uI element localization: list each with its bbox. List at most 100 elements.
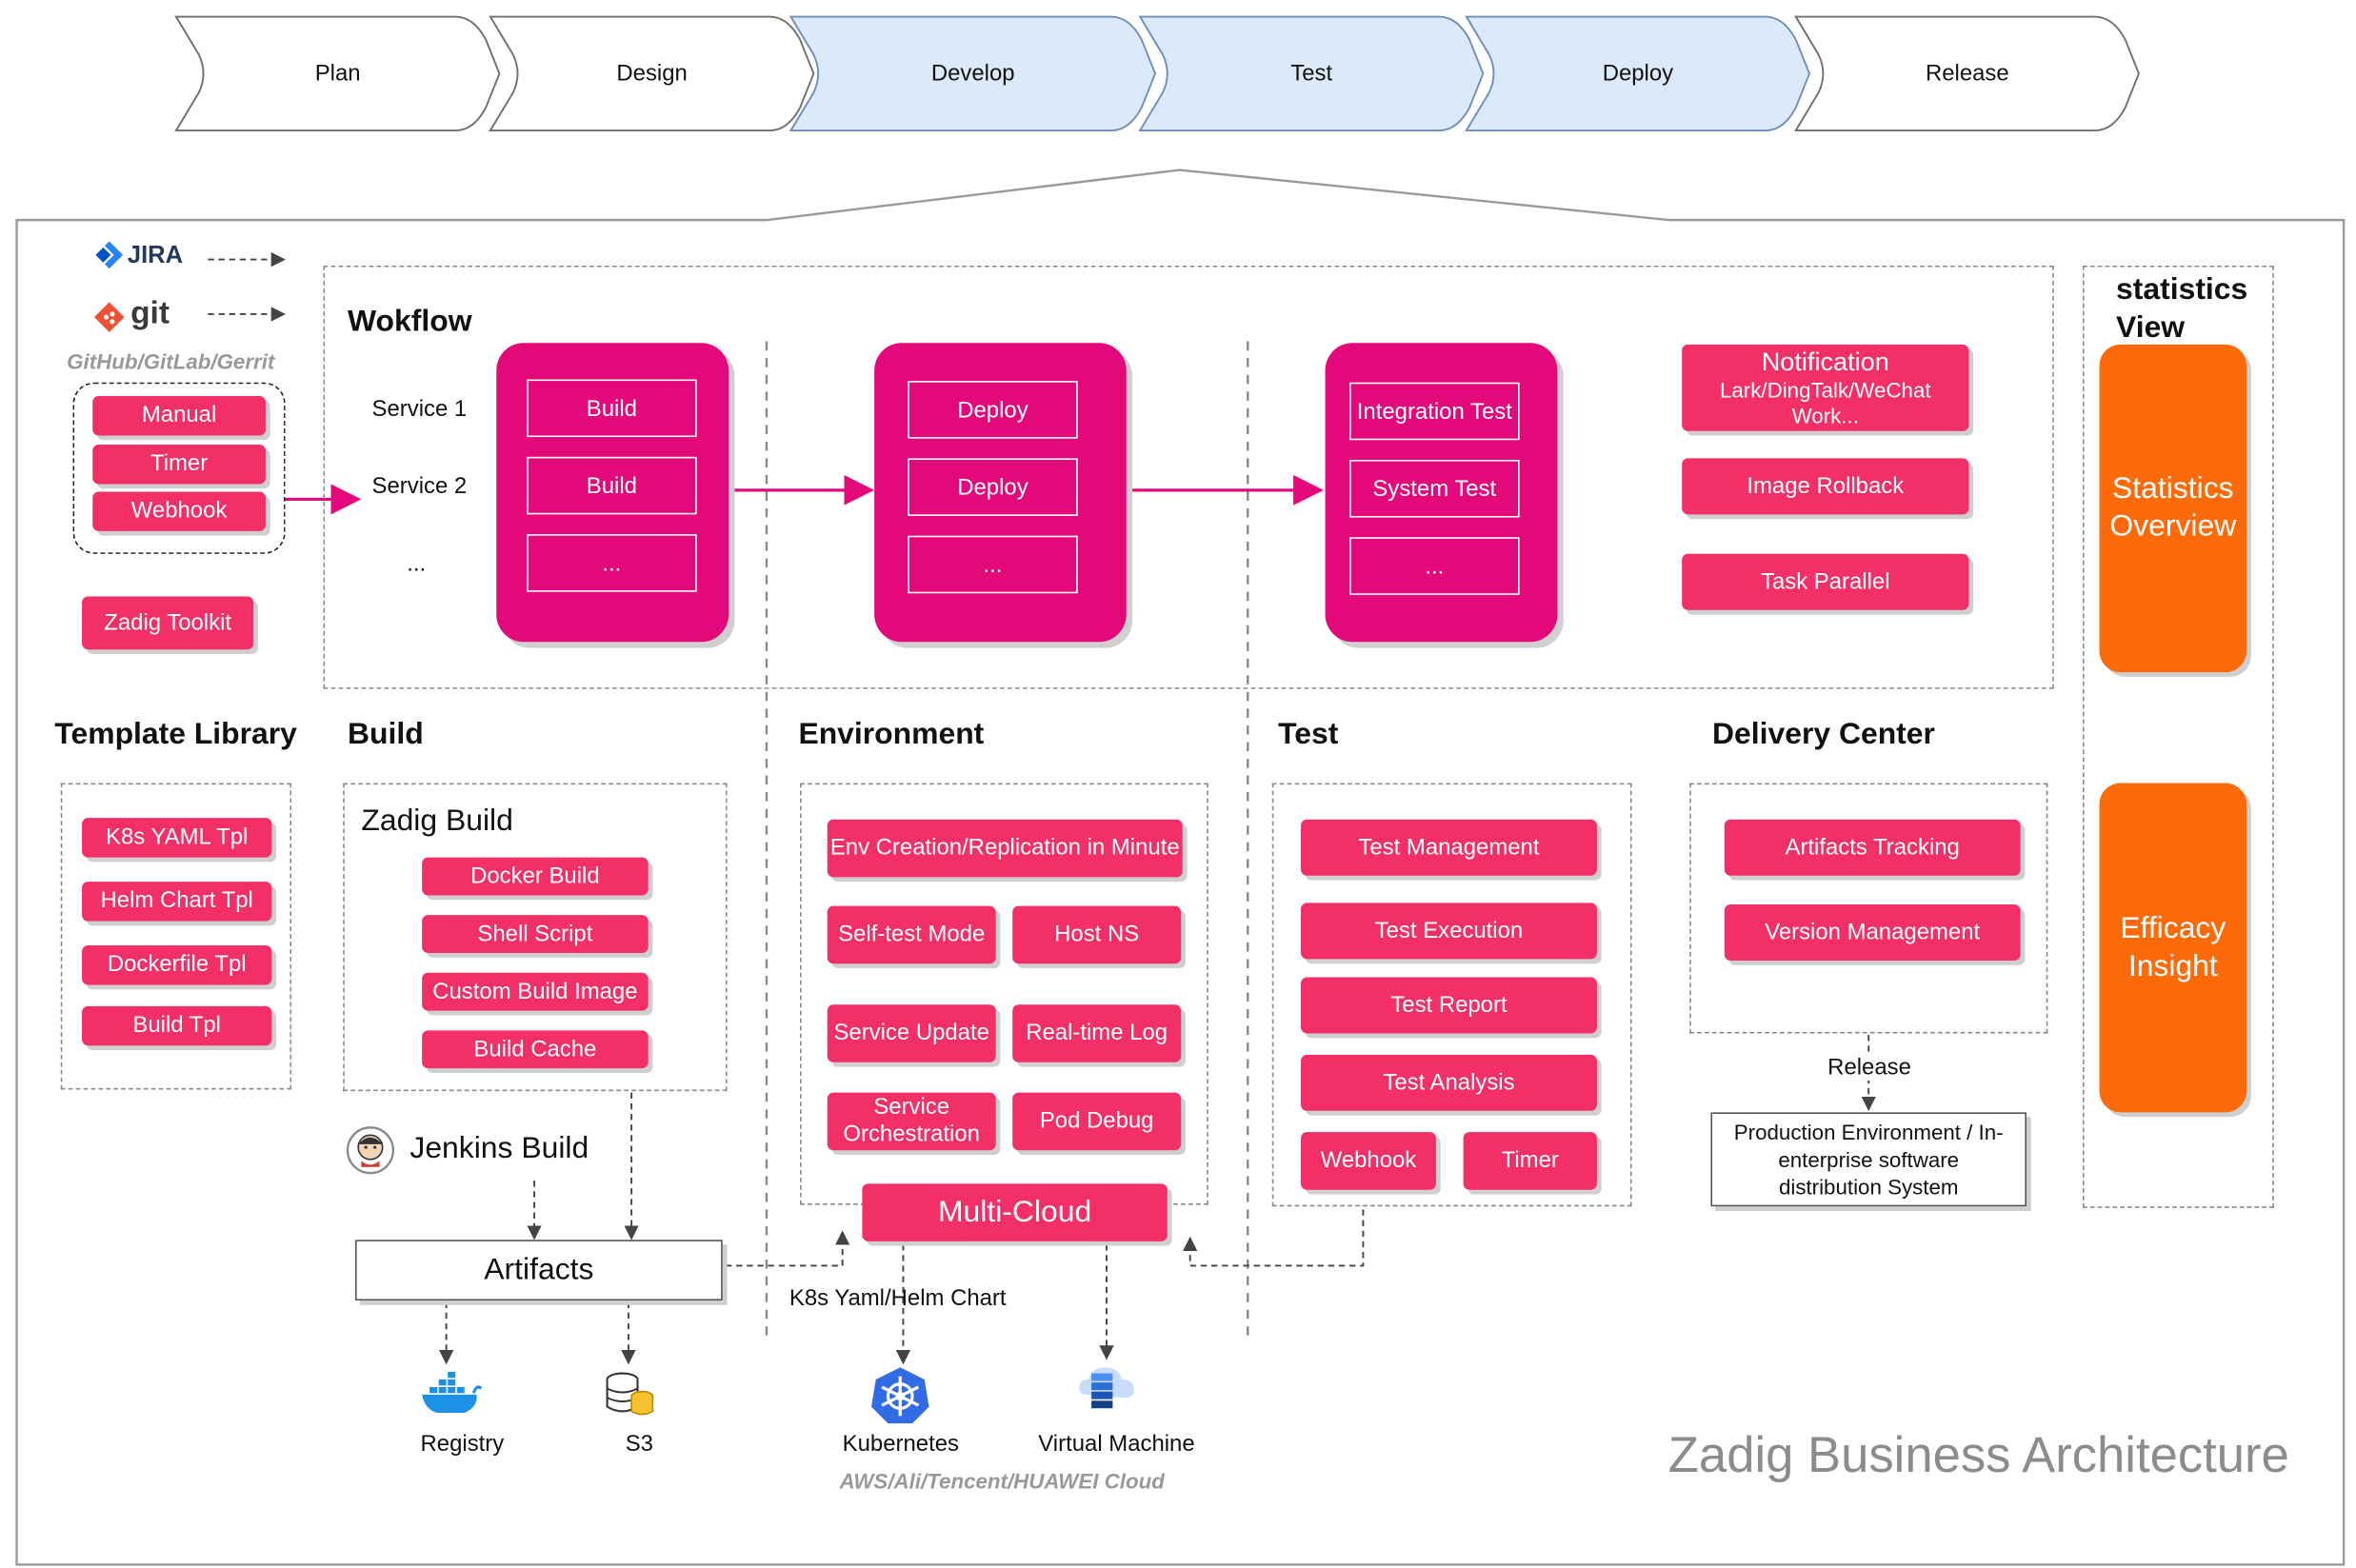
build-title: Build — [348, 717, 424, 752]
git-hosts-label: GitHub/GitLab/Gerrit — [67, 348, 275, 374]
env-self-test-mode[interactable]: Self-test Mode — [827, 905, 996, 964]
stage-label: Test — [1290, 60, 1333, 87]
trigger-group — [72, 382, 286, 554]
stage-label: Deploy — [1602, 60, 1674, 87]
image-rollback-button[interactable]: Image Rollback — [1682, 458, 1969, 515]
statistics-region — [2082, 265, 2274, 1208]
test-analysis[interactable]: Test Analysis — [1301, 1054, 1597, 1111]
stage-plan: Plan — [174, 15, 501, 132]
jira-label: JIRA — [127, 243, 184, 269]
kubernetes-label: Kubernetes — [842, 1431, 959, 1458]
chevron-shape — [1794, 15, 2140, 132]
env-host-ns[interactable]: Host NS — [1012, 905, 1182, 964]
test-item-integration[interactable]: Integration Test — [1349, 382, 1520, 441]
chevron-shape — [174, 15, 501, 132]
stage-label: Design — [616, 60, 688, 87]
test-item-more[interactable]: ... — [1349, 537, 1520, 595]
build-item-more[interactable]: ... — [527, 534, 697, 592]
deploy-item-more[interactable]: ... — [908, 535, 1078, 594]
service-2-label: Service 2 — [371, 473, 468, 500]
production-environment-box[interactable]: Production Environment / In-enterprise s… — [1710, 1112, 2027, 1207]
build-shell-script[interactable]: Shell Script — [422, 915, 649, 954]
trigger-webhook[interactable]: Webhook — [92, 491, 266, 531]
build-region — [343, 783, 728, 1092]
s3-label: S3 — [625, 1431, 653, 1458]
env-service-update[interactable]: Service Update — [827, 1004, 996, 1062]
stage-deploy: Deploy — [1465, 15, 1811, 132]
test-execution[interactable]: Test Execution — [1301, 903, 1597, 960]
notification-detail: Lark/DingTalk/WeChat Work... — [1719, 377, 1931, 428]
version-management[interactable]: Version Management — [1724, 904, 2021, 962]
k8s-yaml-helm-label: K8s Yaml/Helm Chart — [789, 1285, 1007, 1312]
jira-icon — [95, 241, 124, 269]
template-library-region — [60, 783, 292, 1090]
service-more-label: ... — [407, 550, 427, 577]
template-library-title: Template Library — [54, 717, 297, 752]
stage-label: Plan — [314, 60, 361, 87]
workflow-region — [323, 265, 2054, 689]
env-realtime-log[interactable]: Real-time Log — [1012, 1004, 1182, 1062]
test-title: Test — [1278, 717, 1339, 752]
deploy-item-1[interactable]: Deploy — [908, 381, 1078, 439]
build-custom-image[interactable]: Custom Build Image — [422, 972, 649, 1011]
stage-test: Test — [1138, 15, 1485, 132]
stage-develop: Develop — [789, 15, 1157, 132]
build-block — [496, 343, 729, 643]
jenkins-icon — [346, 1126, 395, 1175]
test-timer[interactable]: Timer — [1463, 1132, 1597, 1190]
test-region — [1271, 783, 1632, 1207]
virtual-machine-icon — [1079, 1367, 1134, 1409]
virtual-machine-label: Virtual Machine — [1038, 1431, 1195, 1458]
test-report[interactable]: Test Report — [1301, 977, 1597, 1034]
build-cache[interactable]: Build Cache — [422, 1030, 649, 1069]
statistics-overview-button[interactable]: Statistics Overview — [2099, 344, 2247, 673]
stage-design: Design — [489, 15, 815, 132]
test-management[interactable]: Test Management — [1301, 819, 1597, 876]
zadig-build-label: Zadig Build — [361, 804, 513, 838]
notification-title: Notification — [1761, 347, 1889, 376]
zadig-toolkit[interactable]: Zadig Toolkit — [82, 596, 254, 650]
stage-label: Release — [1925, 60, 2009, 87]
trigger-manual[interactable]: Manual — [92, 396, 266, 436]
test-item-system[interactable]: System Test — [1349, 459, 1520, 518]
test-webhook[interactable]: Webhook — [1301, 1132, 1436, 1190]
task-parallel-button[interactable]: Task Parallel — [1682, 553, 1969, 610]
build-item-2[interactable]: Build — [527, 456, 697, 515]
trigger-timer[interactable]: Timer — [92, 445, 266, 485]
notification-button[interactable]: Notification Lark/DingTalk/WeChat Work..… — [1682, 344, 1969, 431]
env-pod-debug[interactable]: Pod Debug — [1012, 1092, 1182, 1151]
jenkins-build-label: Jenkins Build — [409, 1132, 589, 1166]
artifacts-box[interactable]: Artifacts — [354, 1240, 723, 1301]
build-docker[interactable]: Docker Build — [422, 857, 649, 896]
kubernetes-icon — [870, 1367, 929, 1424]
service-1-label: Service 1 — [371, 396, 468, 423]
git-icon — [93, 302, 125, 332]
tpl-helm-chart[interactable]: Helm Chart Tpl — [82, 882, 272, 922]
chevron-shape — [489, 15, 815, 132]
s3-database-icon — [606, 1372, 654, 1416]
cloud-providers-label: AWS/Ali/Tencent/HUAWEI Cloud — [839, 1468, 1165, 1494]
release-label: Release — [1826, 1054, 1913, 1081]
delivery-center-title: Delivery Center — [1712, 717, 1935, 752]
chevron-shape — [789, 15, 1157, 132]
stage-release: Release — [1794, 15, 2140, 132]
tpl-dockerfile[interactable]: Dockerfile Tpl — [82, 945, 272, 985]
diagram-footer-title: Zadig Business Architecture — [1667, 1426, 2289, 1483]
statistics-title: statistics View — [2116, 272, 2248, 345]
env-service-orchestration[interactable]: Service Orchestration — [827, 1092, 996, 1151]
efficacy-insight-button[interactable]: Efficacy Insight — [2099, 783, 2247, 1113]
tpl-k8s-yaml[interactable]: K8s YAML Tpl — [82, 818, 272, 858]
chevron-shape — [1465, 15, 1811, 132]
env-creation-button[interactable]: Env Creation/Replication in Minute — [827, 819, 1183, 878]
artifacts-tracking[interactable]: Artifacts Tracking — [1724, 819, 2021, 876]
stage-label: Develop — [930, 60, 1015, 87]
tpl-build[interactable]: Build Tpl — [82, 1005, 272, 1046]
registry-label: Registry — [420, 1431, 505, 1458]
build-item-1[interactable]: Build — [527, 379, 697, 438]
deploy-item-2[interactable]: Deploy — [908, 458, 1078, 516]
multi-cloud-button[interactable]: Multi-Cloud — [862, 1183, 1168, 1241]
delivery-region — [1689, 783, 2048, 1034]
git-label: git — [130, 295, 170, 331]
environment-title: Environment — [798, 717, 985, 752]
